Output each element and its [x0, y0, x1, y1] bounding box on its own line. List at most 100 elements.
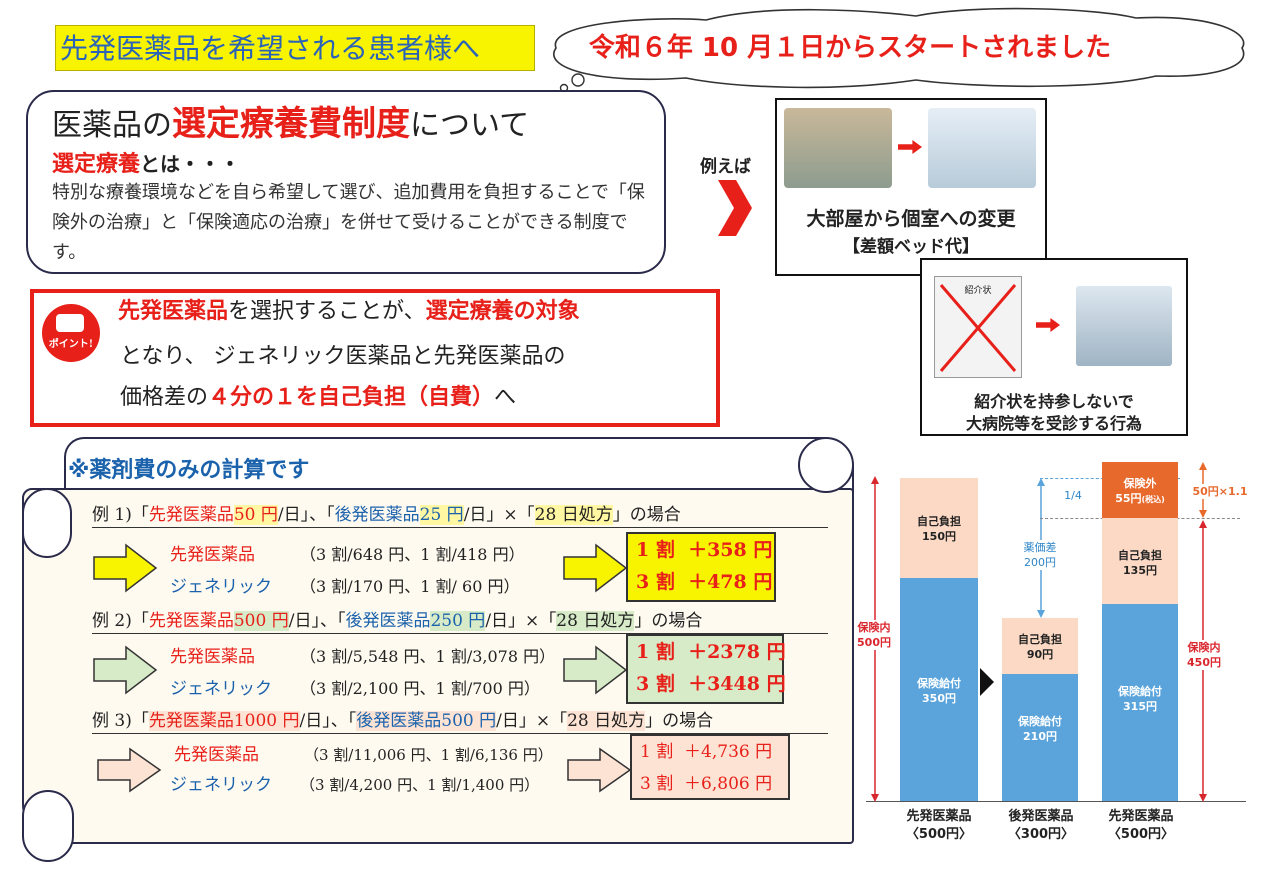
- generic-price: 25 円: [419, 505, 464, 525]
- bar-1-self: [900, 478, 978, 578]
- intro-subtitle: 選定療養とは・・・: [52, 146, 240, 178]
- scroll-tail: [22, 790, 74, 862]
- calc-text: 」×「: [508, 611, 557, 631]
- result-value: ＋6,806 円: [684, 774, 773, 794]
- intro-title: 医薬品の選定療養費制度について: [52, 96, 529, 145]
- value: 315円: [1123, 700, 1157, 713]
- calc-text: /日: [496, 711, 519, 731]
- start-date-notice: 令和６年 10 月１日からスタートされました: [588, 33, 1112, 63]
- brand-detail: （3 割/11,006 円、1 割/6,136 円）: [304, 746, 553, 764]
- label: 保険外: [1123, 477, 1157, 490]
- brand-label: 先発医薬品: [170, 545, 255, 565]
- calc-2-result: 1 割 ＋2378 円 3 割 ＋3448 円: [626, 634, 786, 704]
- value: 〈500円〉: [905, 827, 973, 842]
- generic-detail: （3 割/4,200 円、1 割/1,400 円）: [300, 776, 540, 794]
- bar-1-name: 先発医薬品〈500円〉: [886, 808, 992, 844]
- brand-name: 先発医薬品: [148, 611, 234, 631]
- brand-detail: （3 割/5,548 円、1 割/3,078 円）: [300, 647, 556, 666]
- point-line-1: 先発医薬品を選択することが、選定療養の対象: [118, 292, 580, 332]
- value: 〈500円〉: [1107, 827, 1175, 842]
- generic-name: 後発医薬品: [334, 505, 420, 525]
- intro-sub-post: とは・・・: [140, 152, 241, 176]
- generic-label: ジェネリック: [170, 679, 272, 699]
- label: 自己負担: [1118, 549, 1162, 562]
- calc-example-1-title: 例 1)「先発医薬品50 円/日」、「後発医薬品25 円/日」×「28 日処方」…: [92, 500, 828, 528]
- value: 55円: [1115, 492, 1142, 505]
- point-line-3-pre: 価格差の: [120, 385, 209, 410]
- generic-label: ジェネリック: [170, 577, 272, 597]
- value: 350円: [922, 692, 956, 705]
- brand-price: 1000 円: [233, 711, 300, 731]
- arrow-right-icon: [567, 747, 632, 793]
- example-1-subcaption: 【差額ベッド代】: [843, 237, 979, 257]
- bar-2-self-label: 自己負担 90円: [1002, 632, 1078, 662]
- point-line-2: となり、 ジェネリック医薬品と先発医薬品の: [120, 344, 566, 369]
- calc-3-result: 1 割 ＋4,736 円 3 割 ＋6,806 円: [630, 734, 790, 800]
- result-label: 1 割: [640, 742, 674, 762]
- scroll-curl-left: [22, 488, 72, 558]
- generic-price: 250 円: [430, 611, 486, 631]
- days: 28 日処方: [567, 711, 646, 731]
- value: 450円: [1187, 656, 1221, 669]
- brand-price: 50 円: [233, 505, 278, 525]
- intro-title-pre: 医薬品の: [52, 108, 172, 143]
- result-label: 3 割: [636, 673, 675, 695]
- bar-3-out-label: 保険外 55円(税込): [1102, 476, 1178, 507]
- point-line-3-post: へ: [494, 385, 517, 410]
- bar-3-insured: [1102, 604, 1178, 801]
- bar-3-self-label: 自己負担 135円: [1102, 548, 1178, 578]
- shared-room-image: [784, 108, 892, 188]
- intro-title-post: について: [410, 108, 530, 143]
- calc-3-brand: 先発医薬品 （3 割/11,006 円、1 割/6,136 円）: [174, 740, 553, 765]
- pointing-hand-icon: [56, 314, 84, 332]
- calc-text: 」の場合: [612, 505, 681, 525]
- result-label: 1 割: [636, 641, 675, 663]
- label: 保険内: [1187, 641, 1221, 654]
- value: 90円: [1026, 648, 1054, 661]
- label: 保険給付: [1118, 685, 1162, 698]
- brand-price: 500 円: [233, 611, 289, 631]
- calc-text: 」×「: [518, 711, 568, 731]
- bar-3-side-label: 保険内 450円: [1184, 640, 1224, 670]
- calc-text: /日: [299, 711, 323, 731]
- tax-note: (税込): [1141, 495, 1165, 504]
- value: 135円: [1123, 564, 1157, 577]
- referral-letter-image: 紹介状: [934, 276, 1022, 378]
- calc-text: 」、「: [311, 611, 346, 631]
- value: 210円: [1023, 730, 1057, 743]
- generic-detail: （3 割/170 円、1 割/ 60 円）: [300, 577, 520, 596]
- point-emph-3: ４分の１を自己負担（自費）: [208, 385, 495, 410]
- calc-text: 」、「: [322, 711, 357, 731]
- result-value: ＋3448 円: [688, 673, 786, 695]
- brand-name: 先発医薬品: [148, 711, 234, 731]
- arrow-right-icon: [93, 645, 158, 695]
- point-line-3: 価格差の４分の１を自己負担（自費）へ: [120, 378, 516, 418]
- result-value: ＋478 円: [688, 571, 773, 593]
- referral-doc-label: 紹介状: [964, 286, 992, 296]
- value: 150円: [922, 530, 956, 543]
- example-label: 例えば: [700, 157, 751, 177]
- label: 薬価差: [1023, 541, 1057, 554]
- arrow-right-icon: [97, 747, 162, 793]
- bar-3-ins-label: 保険給付 315円: [1102, 684, 1178, 714]
- triangle-right-icon: [980, 668, 994, 696]
- bar-3-self: [1102, 518, 1178, 604]
- calc-3-generic: ジェネリック（3 割/4,200 円、1 割/1,400 円）: [170, 770, 539, 795]
- point-badge: ポイント!: [42, 304, 100, 362]
- result-label: 1 割: [636, 539, 675, 561]
- label: 保険給付: [917, 677, 961, 690]
- point-box: [30, 289, 720, 427]
- days: 28 日処方: [556, 611, 635, 631]
- page-title: 先発医薬品を希望される患者様へ: [55, 25, 535, 71]
- days: 28 日処方: [534, 505, 613, 525]
- label: 後発医薬品: [1008, 809, 1074, 824]
- generic-price: 500 円: [441, 711, 497, 731]
- brand-label: 先発医薬品: [174, 745, 259, 765]
- hospital-image: [1076, 286, 1172, 366]
- calc-example-3-title: 例 3)「先発医薬品1000 円/日」、「後発医薬品500 円/日」×「28 日…: [92, 706, 828, 734]
- quarter-label: 1/4: [1064, 489, 1082, 502]
- label: 自己負担: [1018, 633, 1062, 646]
- calc-text: /日: [485, 611, 509, 631]
